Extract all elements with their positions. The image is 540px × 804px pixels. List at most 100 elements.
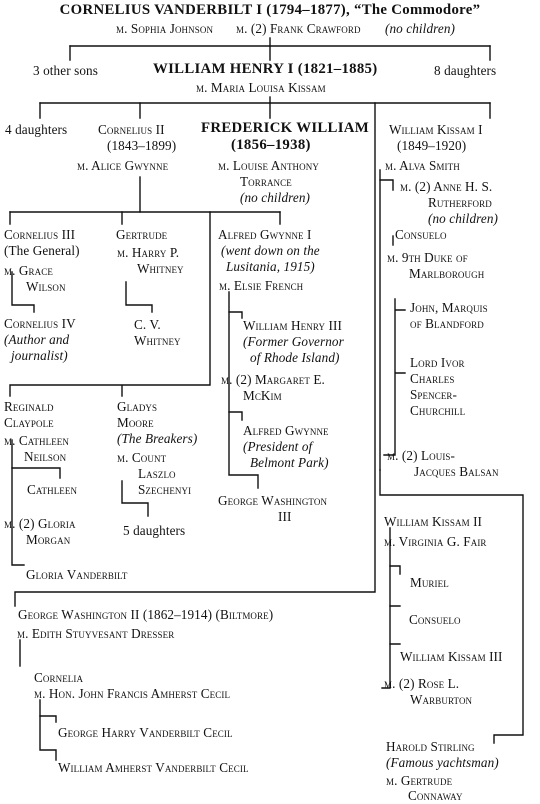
cv-whitney-l2: Whitney — [134, 333, 181, 348]
frederick-spouse-l1: m. Louise Anthony — [218, 158, 319, 173]
reginald-spouse2-l2: Morgan — [26, 532, 71, 547]
gloria-vanderbilt: Gloria Vanderbilt — [26, 567, 128, 582]
commodore-spouse2-note: (no children) — [385, 21, 456, 36]
line-wk2-children — [389, 565, 401, 645]
commodore-name: CORNELIUS VANDERBILT I (1794–1877), “The… — [59, 2, 481, 18]
gw-ii-spouse: m. Edith Stuyvesant Dresser — [17, 626, 175, 641]
muriel-name: Muriel — [410, 575, 449, 590]
commodore-daughters: 8 daughters — [434, 63, 497, 78]
william-henry-i-name: WILLIAM HENRY I (1821–1885) — [153, 61, 378, 77]
reginald-spouse-l2: Neilson — [24, 449, 67, 464]
cornelius-iv-note-l2: journalist) — [11, 348, 68, 363]
cornelius-ii-name: Cornelius II — [98, 122, 165, 137]
gladys-spouse-l2: Laszlo — [138, 466, 176, 481]
line-reginald-cathleen — [11, 467, 61, 479]
wk-ii-spouse: m. Virginia G. Fair — [384, 534, 487, 549]
william-henry-iii-name: William Henry III — [243, 318, 342, 333]
line-gen1-drops — [69, 45, 491, 61]
cv-whitney-l1: C. V. — [134, 317, 161, 332]
alfred-note-l1: (went down on the — [221, 243, 320, 258]
ivor-l4: Churchill — [410, 403, 466, 418]
alfred-spouse: m. Elsie French — [219, 278, 304, 293]
cornelius-iv-name: Cornelius IV — [4, 316, 76, 331]
gw-ii-name: George Washington II (1862–1914) (Biltmo… — [18, 607, 274, 622]
harold-note: (Famous yachtsman) — [386, 755, 499, 770]
gladys-note: (The Breakers) — [117, 431, 198, 446]
consuelo2-name: Consuelo — [409, 612, 461, 627]
consuelo-spouse2-l1: m. (2) Louis- — [387, 448, 456, 463]
consuelo-spouse2-l2: Jacques Balsan — [414, 464, 499, 479]
cornelius-ii-dates: (1843–1899) — [107, 138, 177, 153]
wk-ii-name: William Kissam II — [384, 514, 483, 529]
line-wk2-trunk — [381, 527, 391, 689]
reginald-name-l1: Reginald — [4, 399, 54, 414]
wk-ii-spouse2-l1: m. (2) Rose L. — [384, 676, 460, 691]
cornelius-iii-name: Cornelius III — [4, 227, 76, 242]
wk-i-spouse: m. Alva Smith — [385, 158, 460, 173]
consuelo-spouse-l1: m. 9th Duke of — [387, 250, 468, 265]
gertrude-name: Gertrude — [116, 227, 168, 242]
john-l1: John, Marquis — [410, 300, 488, 315]
line-gen2-drops — [39, 102, 491, 119]
wk-i-name: William Kissam I — [389, 122, 483, 137]
line-alfred-wh3 — [228, 311, 243, 319]
wk-i-spouse2-note: (no children) — [428, 211, 499, 226]
wk-i-spouse2-l1: m. (2) Anne H. S. — [400, 179, 493, 194]
frederick-note: (no children) — [240, 190, 311, 205]
reginald-name-l2: Claypole — [4, 415, 54, 430]
wk-i-dates: (1849–1920) — [397, 138, 467, 153]
gladys-spouse-l3: Szechenyi — [138, 482, 192, 497]
cornelius-iii-note: (The General) — [4, 243, 80, 258]
line-cornelia-gh — [39, 715, 57, 723]
cornelia-name: Cornelia — [34, 670, 84, 685]
frederick-spouse-l2: Torrance — [240, 174, 292, 189]
william-henry-i-spouse: m. Maria Louisa Kissam — [196, 80, 326, 95]
john-l2: of Blandford — [410, 316, 484, 331]
commodore-spouse1: m. Sophia Johnson — [116, 21, 214, 36]
harold-name: Harold Stirling — [386, 739, 475, 754]
alfred-gwynne-note-l2: Belmont Park) — [250, 455, 329, 470]
alfred-spouse2-l1: m. (2) Margaret E. — [221, 372, 325, 387]
george-harry-cecil: George Harry Vanderbilt Cecil — [58, 725, 233, 740]
reginald-spouse2-l1: m. (2) Gloria — [4, 516, 76, 531]
gertrude-spouse-l2: Whitney — [137, 261, 184, 276]
cornelia-spouse: m. Hon. John Francis Amherst Cecil — [34, 686, 231, 701]
william-henry-iii-note-l1: (Former Governor — [243, 334, 344, 349]
wk-ii-spouse2-l2: Warburton — [410, 692, 473, 707]
alfred-spouse2-l2: McKim — [243, 388, 282, 403]
wk-i-spouse2-l2: Rutherford — [428, 195, 492, 210]
line-gertrude-to-cv — [125, 281, 153, 313]
reginald-spouse-l1: m. Cathleen — [4, 433, 69, 448]
wk-iii-name: William Kissam III — [400, 649, 503, 664]
line-wk-second — [379, 179, 394, 191]
line-wh-long-trunk — [14, 102, 376, 607]
line-c2-drops — [9, 211, 281, 225]
cornelius-iii-spouse-l1: m. Grace — [4, 263, 53, 278]
gw-iii-l2: III — [278, 509, 292, 524]
alfred-gwynne-name: Alfred Gwynne — [243, 423, 329, 438]
frederick-dates: (1856–1938) — [231, 137, 311, 153]
alfred-gwynne-note-l1: (President of — [243, 439, 313, 454]
cornelius-ii-spouse: m. Alice Gwynne — [77, 158, 169, 173]
cathleen-name: Cathleen — [27, 482, 78, 497]
gladys-name-l1: Gladys — [117, 399, 158, 414]
line-alfred-trunk — [228, 291, 259, 489]
commodore-spouse2: m. (2) Frank Crawford — [236, 21, 361, 36]
william-henry-iii-note-l2: of Rhode Island) — [250, 350, 340, 365]
gladys-spouse-l1: m. Count — [117, 450, 167, 465]
line-c3-to-c4 — [11, 271, 35, 313]
line-gladys-trunk — [121, 480, 149, 517]
harold-spouse-l1: m. Gertrude — [386, 773, 453, 788]
cornelius-iii-spouse-l2: Wilson — [26, 279, 66, 294]
other-sons: 3 other sons — [33, 63, 98, 78]
gladys-daughters: 5 daughters — [123, 523, 186, 538]
gertrude-spouse-l1: m. Harry P. — [117, 245, 180, 260]
william-amherst-cecil: William Amherst Vanderbilt Cecil — [58, 760, 249, 775]
line-alfred-ag — [228, 411, 243, 421]
cornelius-iv-note-l1: (Author and — [4, 332, 70, 347]
consuelo-name: Consuelo — [395, 227, 447, 242]
gw-iii-l1: George Washington — [218, 493, 328, 508]
consuelo-spouse-l2: Marlborough — [409, 266, 485, 281]
line-reginald-trunk — [11, 439, 25, 566]
